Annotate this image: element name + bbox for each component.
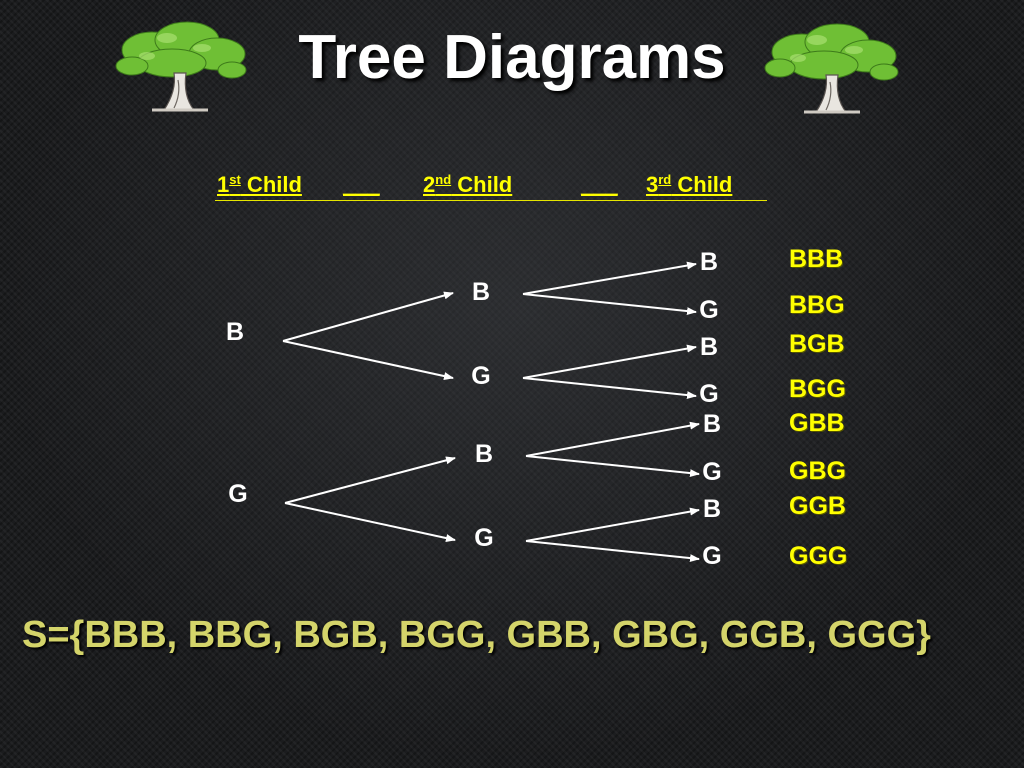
node-level3: G (699, 380, 719, 408)
outcome-label: BGG (789, 375, 846, 403)
outcome-label: GBB (789, 409, 845, 437)
edge (522, 293, 697, 316)
node-level3: B (702, 495, 722, 523)
node-level2: B (474, 440, 494, 468)
page-title: Tree Diagrams (298, 23, 726, 92)
outcome-label: BBB (789, 245, 844, 273)
outcome-label: BGB (789, 330, 845, 358)
header-third-child: 3rd Child (646, 172, 733, 197)
header-first-child: 1st Child (217, 172, 302, 197)
outcome-label: GGB (789, 492, 846, 520)
edge (282, 340, 454, 380)
edge (284, 456, 456, 504)
header-blank: ___ (343, 172, 380, 197)
node-level2: B (471, 278, 491, 306)
outcome-label: GBG (789, 457, 846, 485)
tree-icon (764, 23, 899, 114)
column-header-row: 1st Child ___ 2nd Child ___ 3rd Child (215, 170, 767, 201)
outcome-label: GGG (789, 542, 848, 570)
node-level3: G (699, 296, 719, 324)
node-level3: B (702, 410, 722, 438)
edge (522, 261, 697, 295)
edge (522, 344, 697, 379)
node-level3: B (699, 333, 719, 361)
edge (284, 502, 456, 542)
edge (525, 540, 700, 563)
header-blank: ___ (581, 172, 618, 197)
edge (522, 377, 697, 400)
edge (282, 291, 454, 342)
edge (525, 507, 700, 542)
node-level3: G (702, 542, 722, 570)
edge (525, 421, 700, 457)
header-second-child: 2nd Child (423, 172, 513, 197)
node-level1: G (228, 480, 248, 508)
node-level3: G (702, 458, 722, 486)
node-level2: G (474, 524, 494, 552)
edge (525, 455, 700, 478)
tree-icon (115, 21, 247, 112)
node-level2: G (471, 362, 491, 390)
outcome-label: BBG (789, 291, 845, 319)
node-level1: B (225, 318, 245, 346)
node-level3: B (699, 248, 719, 276)
sample-space: S={BBB, BBG, BGB, BGG, GBB, GBG, GGB, GG… (22, 614, 931, 656)
